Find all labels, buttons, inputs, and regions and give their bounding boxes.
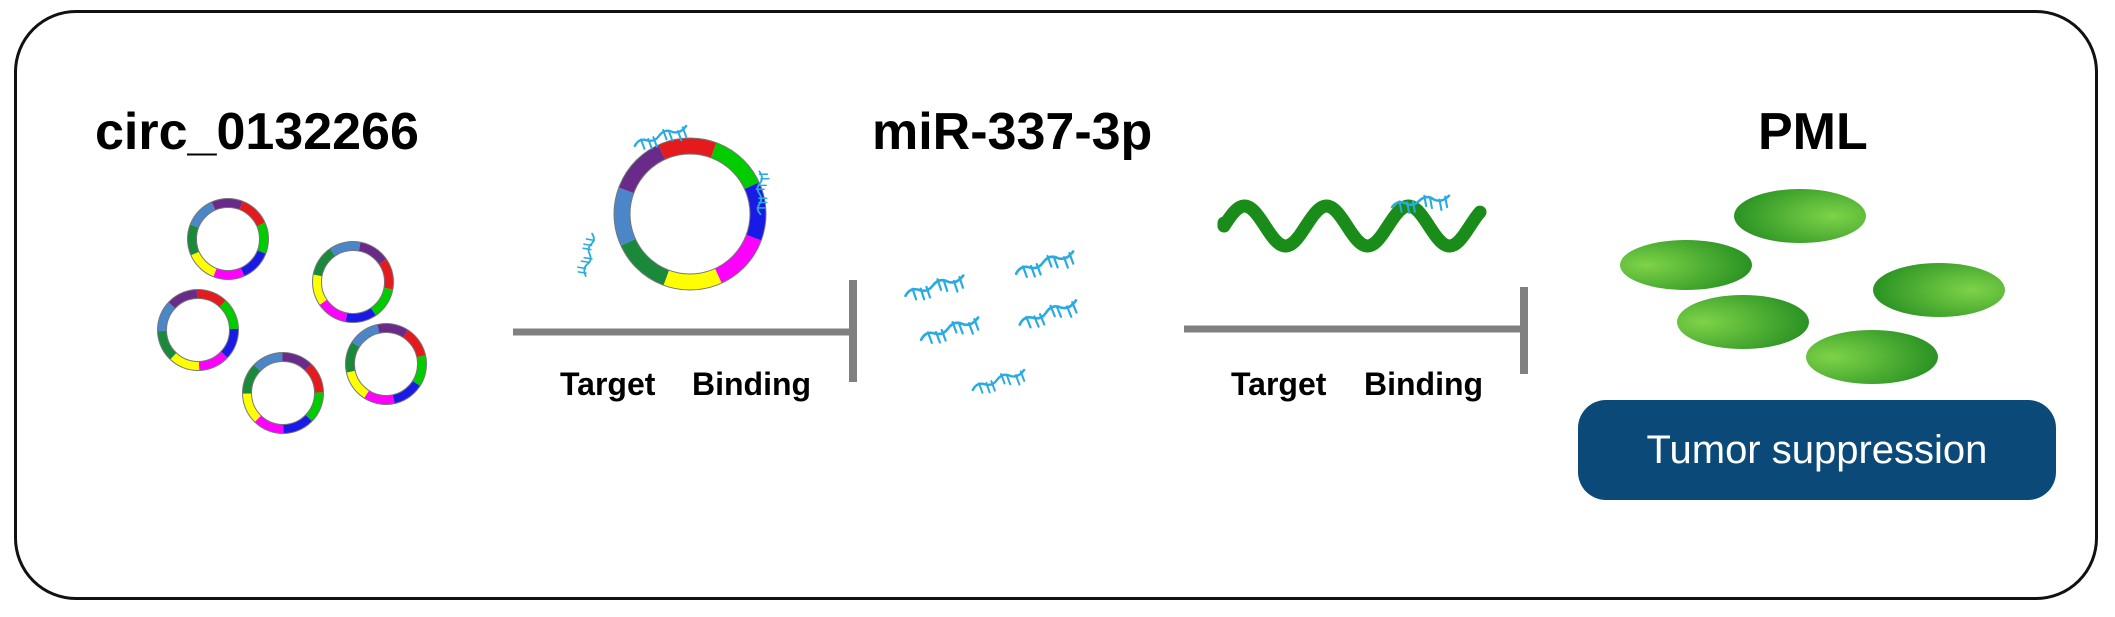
mirna-icon [1390, 194, 1451, 214]
inhibition-arrow-group [513, 280, 1528, 382]
protein-ellipse [1620, 240, 1752, 290]
mirna-icon [755, 170, 770, 216]
mrna-strand [1217, 199, 1487, 253]
protein-icon-group [1620, 189, 2005, 384]
binding-label-1: Binding [692, 366, 812, 402]
protein-ellipse [1873, 263, 2005, 317]
target-label-2: Target [1231, 366, 1327, 402]
mirna-icon [1018, 299, 1078, 329]
circrna-icon-group [157, 124, 770, 434]
circ-title: circ_0132266 [95, 103, 419, 161]
mirna-icon [919, 316, 980, 345]
circrna-icon [187, 198, 269, 280]
target-label-1: Target [560, 366, 656, 402]
tumor-suppression-box: Tumor suppression [1578, 400, 2056, 500]
protein-ellipse [1677, 295, 1809, 349]
mirna-icon [971, 368, 1026, 394]
pml-title: PML [1758, 103, 1868, 161]
mirna-icon [576, 232, 595, 277]
mrna-icon [1217, 194, 1487, 253]
circrna-icon [157, 289, 239, 371]
protein-ellipse [1734, 189, 1866, 243]
circrna-icon [613, 137, 767, 291]
mirna-icon [633, 124, 688, 150]
mir-title: miR-337-3p [872, 103, 1153, 161]
binding-label-2: Binding [1364, 366, 1484, 402]
circrna-icon [312, 241, 394, 323]
mirna-icon [1014, 250, 1075, 279]
mirna-icon [904, 274, 965, 301]
circrna-icon [242, 352, 324, 434]
circrna-icon [345, 323, 427, 405]
protein-ellipse [1806, 330, 1938, 384]
mirna-icon-group [904, 250, 1078, 394]
tumor-suppression-label: Tumor suppression [1646, 427, 1988, 472]
